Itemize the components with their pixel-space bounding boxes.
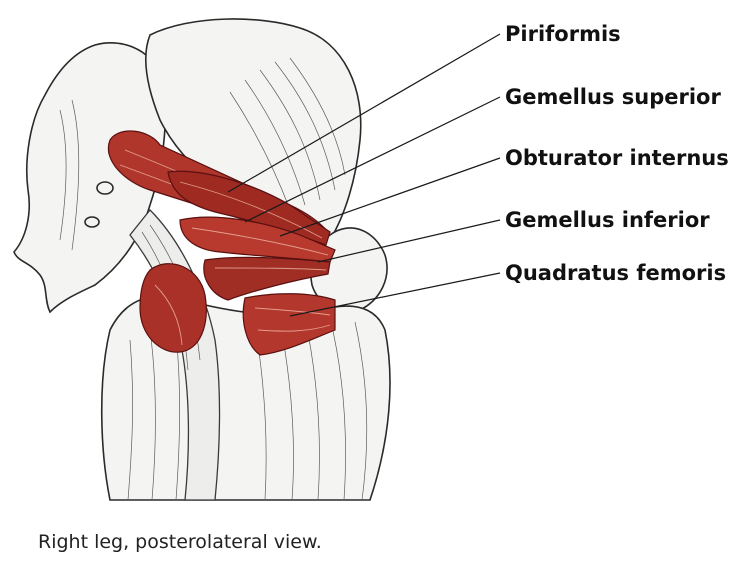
label-obturator-internus: Obturator internus	[505, 148, 729, 169]
ischial-muscle	[140, 264, 206, 352]
label-gemellus-superior: Gemellus superior	[505, 87, 721, 108]
figure-caption: Right leg, posterolateral view.	[38, 533, 322, 552]
label-gemellus-inferior: Gemellus inferior	[505, 210, 710, 231]
label-piriformis: Piriformis	[505, 24, 621, 45]
label-quadratus-femoris: Quadratus femoris	[505, 263, 726, 284]
